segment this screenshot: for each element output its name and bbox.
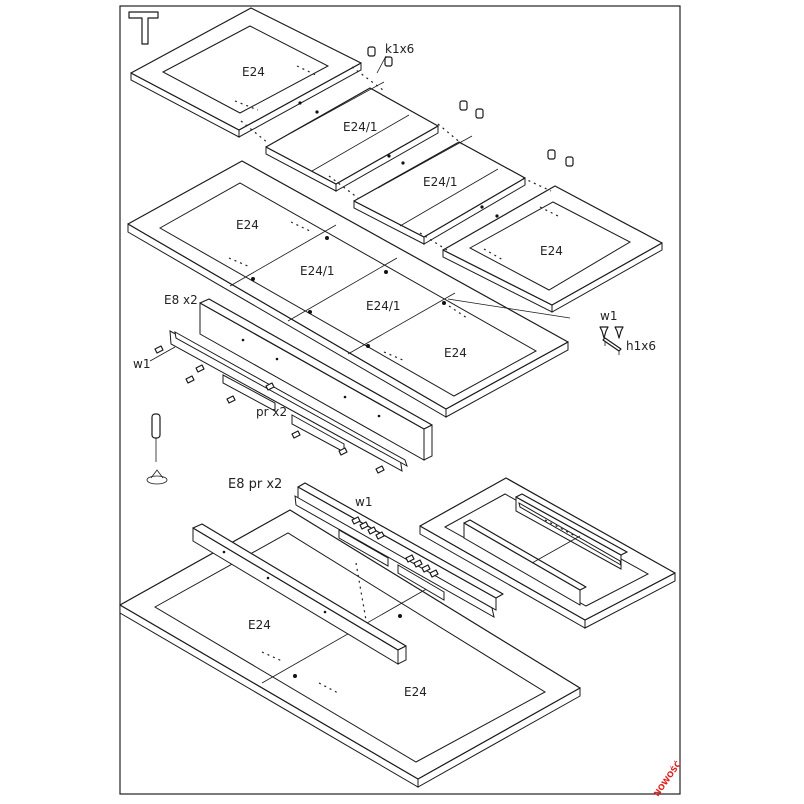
panel-top-right: E24	[442, 185, 663, 313]
panel-top-mid2-label: E24/1	[423, 175, 458, 189]
panel-top-mid2: E24/1	[353, 135, 526, 245]
washer-left-label: w1	[133, 357, 150, 371]
screw-icon	[351, 516, 439, 578]
panel-top-mid1: E24/1	[265, 81, 439, 192]
washer-right-label: w1	[600, 309, 617, 323]
screw-icon	[154, 345, 385, 474]
dowel-icon	[367, 46, 574, 167]
slide-assembly-left: w1 pr x2	[133, 330, 408, 474]
panel-top-right-label: E24	[540, 244, 563, 258]
screwdriver-icon	[146, 413, 168, 485]
panel-top-left-label: E24	[242, 65, 265, 79]
page-border	[119, 5, 681, 795]
hammer-icon	[128, 11, 159, 45]
rail-pair-label: E8 x2	[164, 293, 198, 307]
tabletop-assembled: E24 E24/1 E24/1 E24	[127, 160, 569, 418]
rail-slide-pair-label: E8 pr x2	[228, 477, 282, 492]
slide-pair-label: pr x2	[256, 405, 287, 419]
panel-bottom-right-label: E24	[404, 685, 427, 699]
panel-mid-c2-label: E24/1	[366, 299, 401, 313]
dowel-hardware: k1x6	[367, 42, 574, 167]
panel-top-mid1-label: E24/1	[343, 120, 378, 134]
new-badge: NOWOŚĆ	[651, 758, 683, 798]
handle-icon	[602, 337, 622, 355]
tabletop-bottom: E24 E24	[119, 509, 581, 788]
panel-bottom-left-label: E24	[248, 618, 271, 632]
screw-icon	[599, 326, 624, 339]
panel-mid-c1-label: E24/1	[300, 264, 335, 278]
rail-e8-bottom	[192, 523, 407, 665]
dowel-connections-top	[240, 66, 552, 251]
panel-mid-left-label: E24	[236, 218, 259, 232]
panel-top-left: E24	[130, 7, 362, 138]
washer-bottom-label: w1	[355, 495, 372, 509]
inset-assembly	[419, 477, 676, 629]
panel-mid-right-label: E24	[444, 346, 467, 360]
slide-assembly-bottom: w1	[294, 482, 504, 618]
dowel-label: k1x6	[385, 42, 414, 56]
rail-e8: E8 x2	[164, 293, 433, 461]
handle-label: h1x6	[626, 339, 656, 353]
handle-hardware: w1 h1x6	[447, 298, 656, 355]
